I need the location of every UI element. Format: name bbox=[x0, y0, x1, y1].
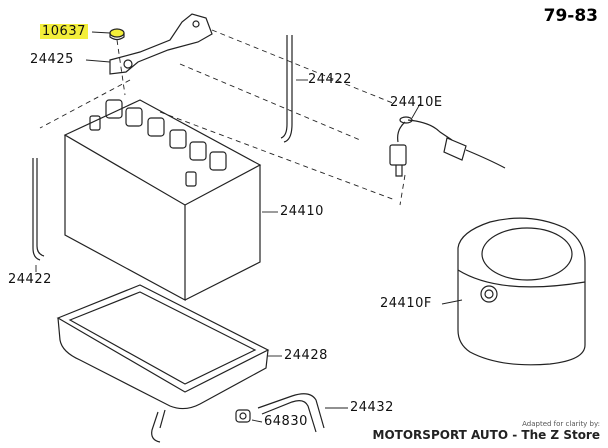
battery-hold-down-bracket bbox=[109, 13, 213, 75]
part-label-24422-left: 24422 bbox=[8, 272, 52, 287]
battery-tray-24428 bbox=[56, 284, 270, 410]
battery-24410 bbox=[63, 99, 262, 302]
rod-24422-left bbox=[32, 158, 45, 261]
part-label-24410: 24410 bbox=[280, 204, 324, 219]
part-label-24428: 24428 bbox=[284, 348, 328, 363]
credit-store: MOTORSPORT AUTO - The Z Store bbox=[372, 428, 600, 442]
part-label-24410f: 24410F bbox=[380, 296, 432, 311]
sensor-24410e bbox=[389, 116, 506, 177]
clip-64830 bbox=[235, 409, 251, 423]
part-label-24425: 24425 bbox=[30, 52, 74, 67]
part-label-24422-top: 24422 bbox=[308, 72, 352, 87]
drain-hose bbox=[151, 409, 166, 443]
battery-cover-24410f bbox=[457, 217, 586, 366]
nut-10637 bbox=[109, 28, 125, 41]
guide-lines bbox=[39, 29, 406, 206]
part-label-24432: 24432 bbox=[350, 400, 394, 415]
part-label-10637: 10637 bbox=[40, 24, 88, 39]
part-label-64830: 64830 bbox=[264, 414, 308, 429]
hose-24432 bbox=[257, 393, 325, 433]
page-number: 79-83 bbox=[543, 6, 598, 26]
rod-24422-top bbox=[280, 35, 293, 143]
credit-adapted: Adapted for clarity by: bbox=[522, 420, 600, 428]
leader-lines bbox=[35, 31, 463, 423]
part-label-24410e: 24410E bbox=[390, 95, 443, 110]
